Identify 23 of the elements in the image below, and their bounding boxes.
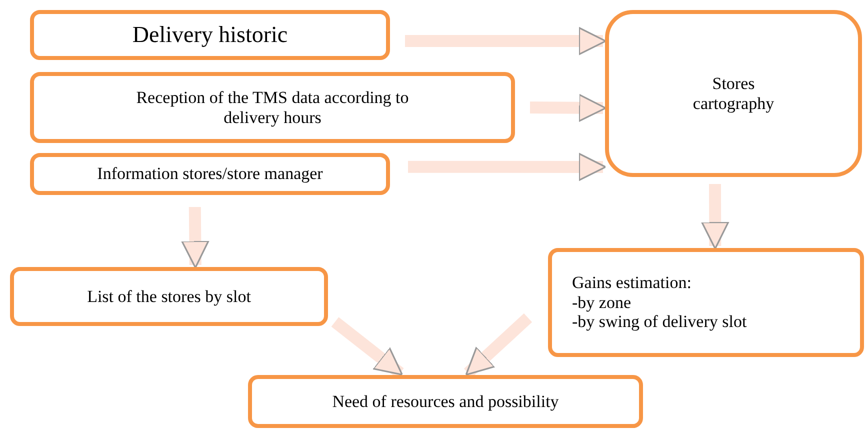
process-box [548,248,864,357]
node-label: Stores cartography [692,74,776,114]
block-arrow [530,94,606,122]
block-arrow [701,184,730,250]
node-label: -by zone [572,292,632,312]
node-label: Information stores/store manager [97,164,323,184]
process-box [30,72,515,143]
process-box [30,10,390,60]
node-label: Gains estimation: [572,273,692,293]
node-label: -by swing of delivery slot [572,312,747,332]
node-label: Reception of the TMS data according to delivery hours [135,88,410,128]
process-box [248,375,643,428]
block-arrow [331,317,404,378]
process-box [605,10,862,177]
block-arrow [408,152,606,181]
process-box [30,153,390,195]
block-arrow [405,27,606,56]
node-label: Need of resources and possibility [332,392,559,412]
block-arrow [464,313,532,378]
block-arrow [181,206,210,268]
node-label: List of the stores by slot [87,286,251,306]
node-label: Delivery historic [132,22,288,48]
process-box [10,267,328,326]
